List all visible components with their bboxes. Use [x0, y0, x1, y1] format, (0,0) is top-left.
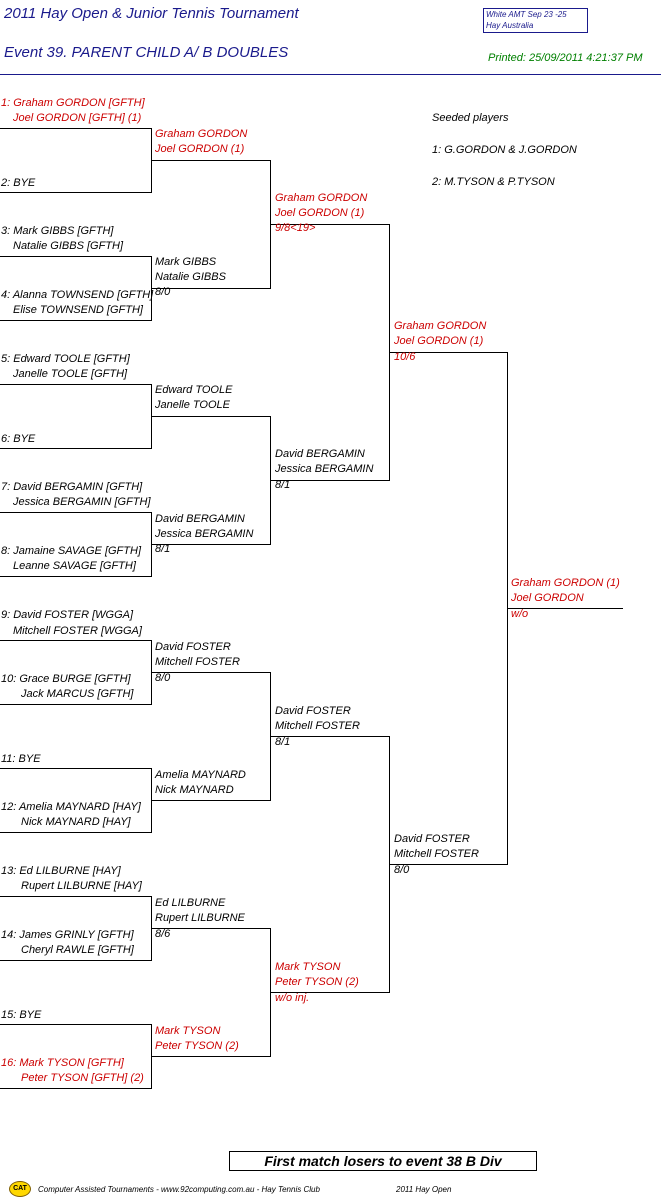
sf-match-1-player-a: Graham GORDON	[394, 320, 487, 332]
cat-logo-icon: CAT	[9, 1181, 31, 1197]
r2-match-5-score: 8/0	[155, 672, 171, 684]
r2-match-1-player-b: Joel GORDON (1)	[155, 143, 245, 155]
r1-entry-8-player-a: 8: Jamaine SAVAGE [GFTH]	[1, 545, 141, 557]
r1-entry-14-player-a: 14: James GRINLY [GFTH]	[1, 929, 134, 941]
r1-entry-13-player-a: 13: Ed LILBURNE [HAY]	[1, 865, 121, 877]
r1-entry-2-player-a: 2: BYE	[1, 177, 36, 189]
venue-info-line1: White AMT Sep 23 -25	[486, 10, 567, 19]
r2-match-7-score: 8/6	[155, 928, 171, 940]
header-divider	[0, 74, 661, 75]
r1-entry-10-player-b: Jack MARCUS [GFTH]	[21, 688, 134, 700]
r1-entry-1-player-a: 1: Graham GORDON [GFTH]	[1, 97, 145, 109]
r2-match-2-player-a: Mark GIBBS	[155, 256, 217, 268]
sf-match-1-score: 10/6	[394, 351, 416, 363]
printed-timestamp: Printed: 25/09/2011 4:21:37 PM	[488, 52, 643, 64]
r2-match-4-player-b: Jessica BERGAMIN	[155, 528, 254, 540]
r2-match-8-player-b: Peter TYSON (2)	[155, 1040, 239, 1052]
r3-match-4-player-a: Mark TYSON	[275, 961, 341, 973]
sf-match-1-player-b: Joel GORDON (1)	[394, 335, 484, 347]
r1-entry-12-player-b: Nick MAYNARD [HAY]	[21, 816, 131, 828]
final-score: w/o	[511, 608, 529, 620]
sf-match-2-player-b: Mitchell FOSTER	[394, 848, 479, 860]
r2-match-6-player-a: Amelia MAYNARD	[155, 769, 246, 781]
r2-match-3-player-b: Janelle TOOLE	[155, 399, 231, 411]
r1-entry-15-player-a: 15: BYE	[1, 1009, 42, 1021]
r1-entry-8-player-b: Leanne SAVAGE [GFTH]	[13, 560, 136, 572]
r2-match-5-player-a: David FOSTER	[155, 641, 231, 653]
r2-match-2-score: 8/0	[155, 286, 171, 298]
footer-credit: Computer Assisted Tournaments - www.92co…	[38, 1185, 320, 1194]
r2-match-5-player-b: Mitchell FOSTER	[155, 656, 240, 668]
r2-match-3-player-a: Edward TOOLE	[155, 384, 233, 396]
r1-entry-3-player-a: 3: Mark GIBBS [GFTH]	[1, 225, 114, 237]
r1-entry-16-player-b: Peter TYSON [GFTH] (2)	[21, 1072, 144, 1084]
r1-entry-13-player-b: Rupert LILBURNE [HAY]	[21, 880, 142, 892]
seed-1: 1: G.GORDON & J.GORDON	[432, 144, 577, 156]
sf-match-2-score: 8/0	[394, 864, 410, 876]
r1-entry-4-player-b: Elise TOWNSEND [GFTH]	[13, 304, 143, 316]
r3-match-2-score: 8/1	[275, 479, 291, 491]
tournament-title: 2011 Hay Open & Junior Tennis Tournament	[4, 5, 299, 22]
r1-entry-3-player-b: Natalie GIBBS [GFTH]	[13, 240, 124, 252]
venue-info-line2: Hay Australia	[486, 21, 534, 30]
r3-match-3-player-b: Mitchell FOSTER	[275, 720, 360, 732]
r1-entry-14-player-b: Cheryl RAWLE [GFTH]	[21, 944, 134, 956]
seed-2: 2: M.TYSON & P.TYSON	[432, 176, 555, 188]
r2-match-7-player-a: Ed LILBURNE	[155, 897, 226, 909]
r1-entry-10-player-a: 10: Grace BURGE [GFTH]	[1, 673, 131, 685]
r1-entry-11-player-a: 11: BYE	[1, 753, 41, 765]
r1-entry-12-player-a: 12: Amelia MAYNARD [HAY]	[1, 801, 141, 813]
r1-entry-1-player-b: Joel GORDON [GFTH] (1)	[13, 112, 142, 124]
r3-match-2-player-a: David BERGAMIN	[275, 448, 365, 460]
r3-match-2-player-b: Jessica BERGAMIN	[275, 463, 374, 475]
r2-match-2-player-b: Natalie GIBBS	[155, 271, 226, 283]
r2-match-8-player-a: Mark TYSON	[155, 1025, 221, 1037]
r3-match-4-score: w/o inj.	[275, 992, 310, 1004]
r2-match-7-player-b: Rupert LILBURNE	[155, 912, 245, 924]
r1-entry-7-player-b: Jessica BERGAMIN [GFTH]	[13, 496, 151, 508]
seeded-title: Seeded players	[432, 112, 509, 124]
r2-match-6-player-b: Nick MAYNARD	[155, 784, 234, 796]
r3-match-3-player-a: David FOSTER	[275, 705, 351, 717]
r1-entry-5-player-a: 5: Edward TOOLE [GFTH]	[1, 353, 130, 365]
r1-entry-4-player-a: 4: Alanna TOWNSEND [GFTH]	[1, 289, 154, 301]
champion-player-a: Graham GORDON (1)	[511, 577, 620, 589]
venue-info-box: White AMT Sep 23 -25 Hay Australia	[483, 8, 588, 33]
r1-entry-7-player-a: 7: David BERGAMIN [GFTH]	[1, 481, 143, 493]
r1-entry-9-player-b: Mitchell FOSTER [WGGA]	[13, 625, 142, 637]
champion-player-b: Joel GORDON	[511, 592, 584, 604]
losers-note: First match losers to event 38 B Div	[229, 1151, 537, 1171]
r2-match-1-player-a: Graham GORDON	[155, 128, 248, 140]
sf-match-2-player-a: David FOSTER	[394, 833, 470, 845]
footer-event: 2011 Hay Open	[396, 1185, 452, 1194]
r1-entry-5-player-b: Janelle TOOLE [GFTH]	[13, 368, 128, 380]
r3-match-1-score: 9/8<19>	[275, 222, 316, 234]
r3-match-1-player-a: Graham GORDON	[275, 192, 368, 204]
r1-entry-6-player-a: 6: BYE	[1, 433, 36, 445]
r2-match-4-score: 8/1	[155, 543, 171, 555]
r3-match-1-player-b: Joel GORDON (1)	[275, 207, 365, 219]
r3-match-3-score: 8/1	[275, 736, 291, 748]
r1-entry-9-player-a: 9: David FOSTER [WGGA]	[1, 609, 134, 621]
event-title: Event 39. PARENT CHILD A/ B DOUBLES	[4, 44, 289, 61]
r1-entry-16-player-a: 16: Mark TYSON [GFTH]	[1, 1057, 124, 1069]
r2-match-4-player-a: David BERGAMIN	[155, 513, 245, 525]
r3-match-4-player-b: Peter TYSON (2)	[275, 976, 359, 988]
